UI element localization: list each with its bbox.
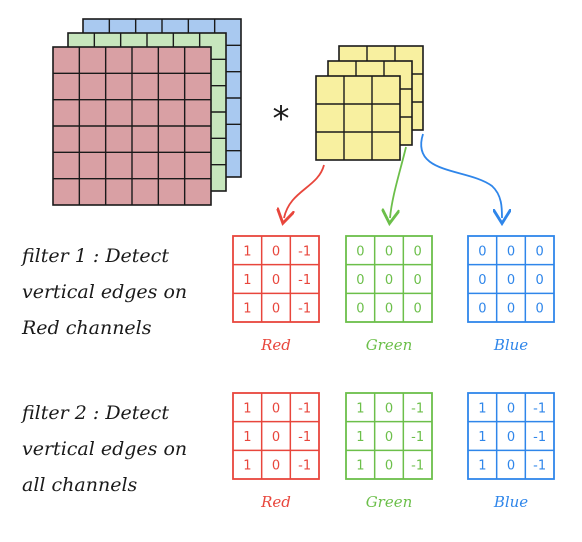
matrix-cell-value: 0 xyxy=(414,273,422,288)
matrix-cell-value: 0 xyxy=(356,302,364,317)
filter-2-description-line-3: all channels xyxy=(22,474,138,496)
matrix-cell-value: 0 xyxy=(272,401,280,416)
matrix-cell-value: 0 xyxy=(507,459,515,474)
matrix-cell-value: 1 xyxy=(243,459,251,474)
filter-2-red-label: Red xyxy=(260,493,291,511)
kernel-layer-front xyxy=(315,75,401,161)
matrix-cell-value: 0 xyxy=(385,430,393,445)
matrix-cell-value: -1 xyxy=(533,459,546,474)
matrix-cell-value: 0 xyxy=(385,459,393,474)
matrix-cell-value: 1 xyxy=(478,459,486,474)
matrix-border xyxy=(232,392,320,480)
matrix-cell-value: -1 xyxy=(298,302,311,317)
filter-1-description-line-3: Red channels xyxy=(21,317,152,339)
matrix-cell-value: 0 xyxy=(507,273,515,288)
filter-1-description-line-1: filter 1 : Detect xyxy=(20,245,169,267)
matrix-cell-value: -1 xyxy=(298,244,311,259)
matrix-cell-value: -1 xyxy=(411,459,424,474)
matrix-border xyxy=(467,235,555,323)
matrix-cell-value: 0 xyxy=(536,244,544,259)
matrix-cell-value: 1 xyxy=(243,273,251,288)
kernel-front-grid xyxy=(315,75,401,161)
matrix-cell-value: -1 xyxy=(533,430,546,445)
matrix-cell-value: 0 xyxy=(536,302,544,317)
matrix-cell-value: -1 xyxy=(298,459,311,474)
matrix-cell-value: -1 xyxy=(298,401,311,416)
filter-row-2: filter 2 : Detect vertical edges on all ch… xyxy=(20,392,555,511)
matrix-cell-value: 0 xyxy=(385,244,393,259)
input-volume xyxy=(52,18,242,206)
input-red-grid xyxy=(52,46,212,206)
matrix-cell-value: 0 xyxy=(536,273,544,288)
matrix-cell-value: 1 xyxy=(478,430,486,445)
matrix-cell-value: 0 xyxy=(385,273,393,288)
filter-1-green-label: Green xyxy=(366,336,413,354)
matrix-cell-value: 0 xyxy=(414,302,422,317)
matrix-cell-value: 0 xyxy=(478,244,486,259)
matrix-cell-value: 1 xyxy=(243,302,251,317)
matrix-cell-value: 1 xyxy=(356,430,364,445)
matrix-cell-value: 0 xyxy=(414,244,422,259)
arrow-to-blue xyxy=(420,133,502,218)
matrix-cell-value: 0 xyxy=(272,244,280,259)
filter-row-1: filter 1 : Detect vertical edges on Red ch… xyxy=(20,235,555,354)
filter-2-blue-label: Blue xyxy=(493,493,528,511)
input-channel-red xyxy=(52,46,212,206)
matrix-cell-value: 1 xyxy=(243,430,251,445)
matrix-cell-value: 0 xyxy=(272,302,280,317)
matrix-cell-value: -1 xyxy=(298,430,311,445)
matrix-cell-value: -1 xyxy=(533,401,546,416)
matrix-cell-value: 0 xyxy=(507,244,515,259)
matrix-border xyxy=(467,392,555,480)
matrix-cell-value: 0 xyxy=(507,430,515,445)
matrix-cell-value: -1 xyxy=(411,401,424,416)
matrix-cell-value: 1 xyxy=(478,401,486,416)
matrix-cell-value: -1 xyxy=(411,430,424,445)
matrix-cell-value: -1 xyxy=(298,273,311,288)
filter-1-description-line-2: vertical edges on xyxy=(22,281,187,303)
matrix-cell-value: 0 xyxy=(507,302,515,317)
matrix-cell-value: 0 xyxy=(478,302,486,317)
matrix-cell-value: 1 xyxy=(356,401,364,416)
matrix-cell-value: 0 xyxy=(356,244,364,259)
matrix-border xyxy=(232,235,320,323)
matrix-border xyxy=(345,235,433,323)
filter-2-description-line-2: vertical edges on xyxy=(22,438,187,460)
arrow-to-red xyxy=(284,164,325,218)
filter-1-red-label: Red xyxy=(260,336,291,354)
filter-1-blue-label: Blue xyxy=(493,336,528,354)
kernel-volume xyxy=(315,45,424,161)
matrix-cell-value: 0 xyxy=(507,401,515,416)
matrix-cell-value: 1 xyxy=(356,459,364,474)
convolution-operator: * xyxy=(273,99,290,139)
kernel-front-grid-face xyxy=(315,75,401,161)
matrix-cell-value: 0 xyxy=(272,273,280,288)
matrix-cell-value: 0 xyxy=(385,401,393,416)
matrix-cell-value: 0 xyxy=(272,459,280,474)
matrix-border xyxy=(345,392,433,480)
filter-2-green-label: Green xyxy=(366,493,413,511)
filter-rows: filter 1 : Detect vertical edges on Red ch… xyxy=(20,235,555,511)
matrix-cell-value: 0 xyxy=(385,302,393,317)
filter-2-description-line-1: filter 2 : Detect xyxy=(20,402,169,424)
channel-arrows xyxy=(284,133,502,218)
matrix-cell-value: 0 xyxy=(478,273,486,288)
matrix-cell-value: 0 xyxy=(356,273,364,288)
matrix-cell-value: 1 xyxy=(243,244,251,259)
matrix-cell-value: 0 xyxy=(272,430,280,445)
arrow-to-green xyxy=(390,146,407,218)
matrix-cell-value: 1 xyxy=(243,401,251,416)
